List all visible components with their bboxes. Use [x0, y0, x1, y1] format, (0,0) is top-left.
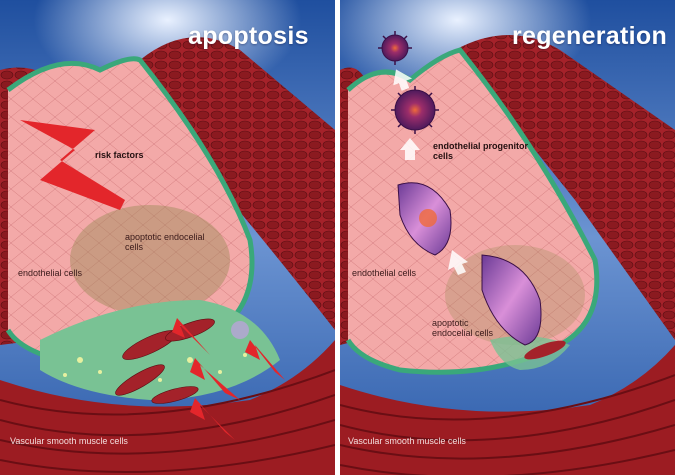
integrated-progenitor-cell [481, 254, 542, 346]
label-apoptotic-cells: apoptotic endocelial cells [432, 318, 494, 338]
debris-dots [63, 353, 247, 382]
panel-regeneration: regeneration endothelial progenitor cell… [340, 0, 675, 475]
label-apoptotic-cells: apoptotic endocelial cells [125, 232, 205, 252]
label-endothelial-progenitor-cells: endothelial progenitor cells [433, 141, 529, 161]
muscle-spindle [524, 340, 566, 360]
regeneration-illustration [340, 0, 675, 475]
intima-border [345, 47, 600, 375]
muscle-fibers [340, 374, 675, 475]
panel-title-apoptosis: apoptosis [188, 22, 309, 50]
smooth-muscle-layer [340, 345, 675, 475]
progenitor-cell-mid [391, 86, 439, 134]
panel-title-regeneration: regeneration [512, 22, 668, 50]
label-smooth-muscle: Vascular smooth muscle cells [348, 436, 466, 446]
nucleus [419, 209, 437, 227]
purple-cell [231, 321, 249, 339]
migrating-muscle-cells [115, 318, 215, 404]
attack-arrows [172, 318, 285, 440]
label-endothelial-cells: endothelial cells [18, 268, 83, 278]
lightning-bolt-icon [20, 120, 125, 210]
outer-wall-cells [455, 35, 675, 340]
panel-apoptosis: apoptosis risk factors apoptotic endocel… [0, 0, 335, 475]
migration-arrow-2 [400, 138, 420, 160]
outer-wall-cells [140, 37, 335, 331]
migration-arrow-1 [393, 69, 413, 91]
apoptotic-patch [70, 205, 230, 315]
panel-divider [335, 0, 340, 475]
migration-arrow-3 [448, 250, 468, 275]
label-risk-factors: risk factors [95, 150, 144, 160]
label-smooth-muscle: Vascular smooth muscle cells [10, 436, 128, 446]
progenitor-cell-top [378, 31, 412, 65]
muscle-fibers [0, 369, 335, 473]
damage-zone [40, 300, 280, 400]
label-endothelial-cells: endothelial cells [352, 268, 417, 278]
apoptosis-illustration [0, 0, 335, 475]
